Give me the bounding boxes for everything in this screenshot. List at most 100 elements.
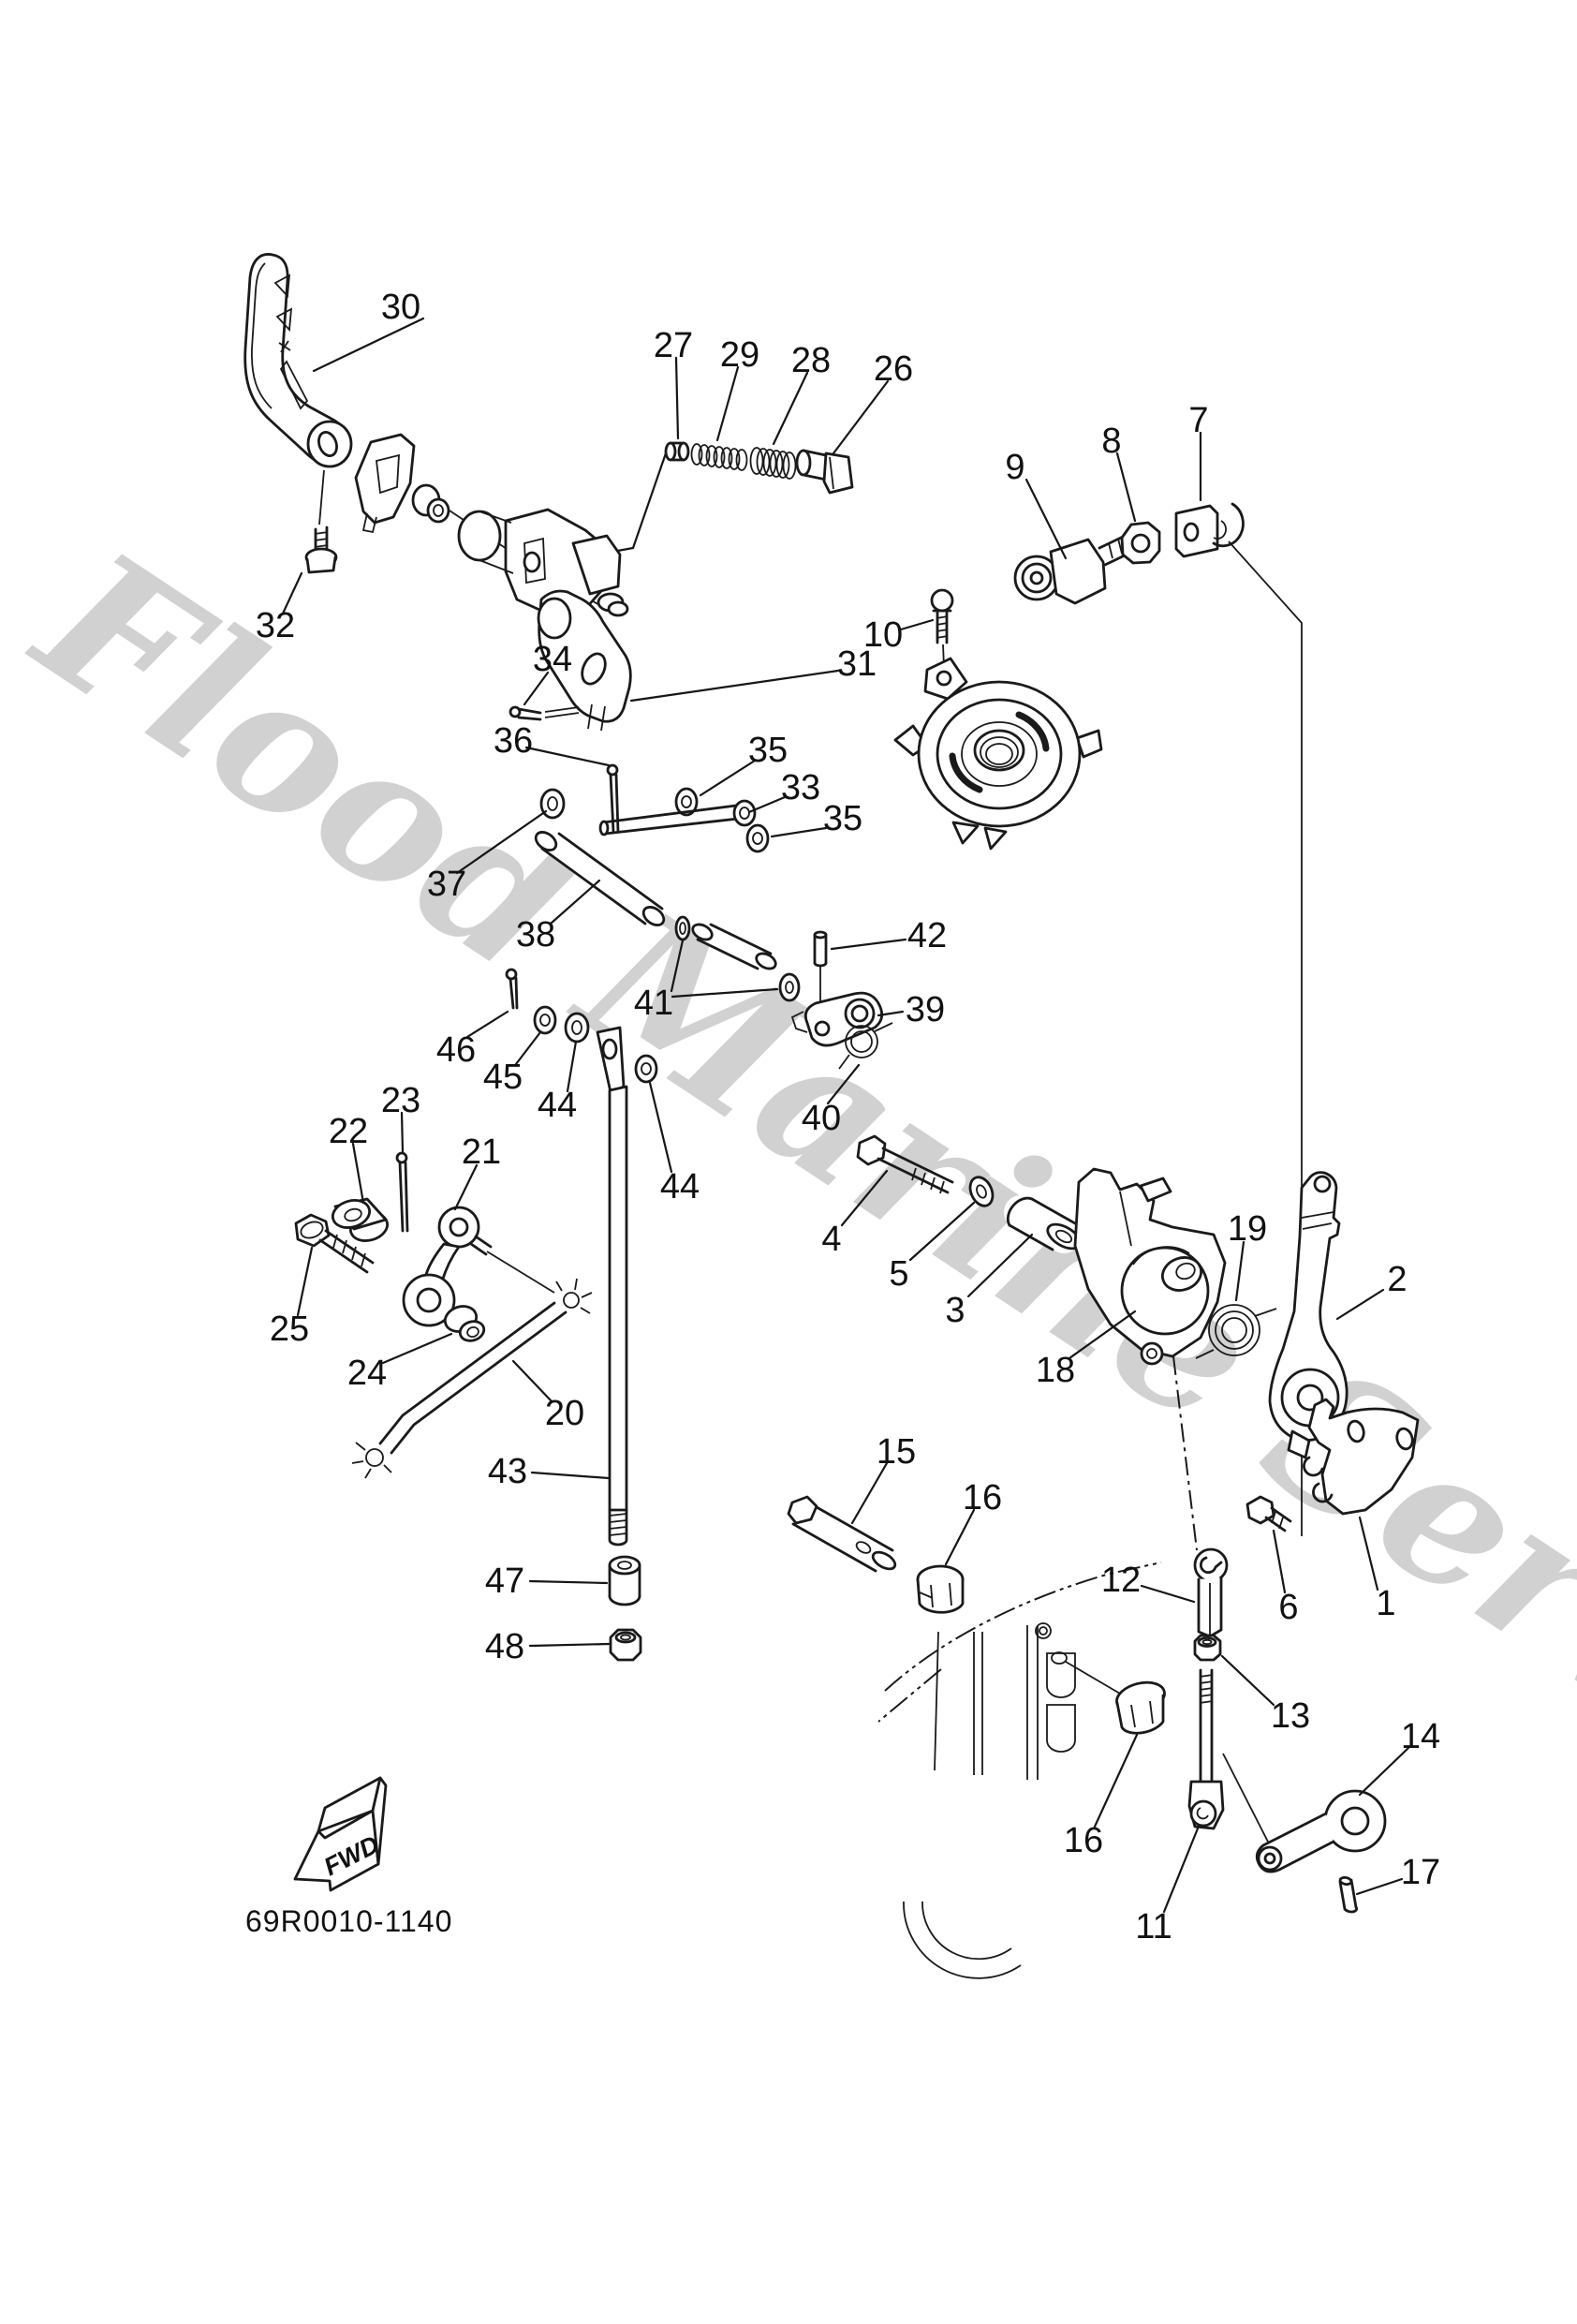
leader-line-18 — [1068, 1310, 1137, 1360]
part-38-shaft-drawing — [534, 830, 666, 927]
part-35b-washer-hole — [752, 832, 763, 845]
engine-outline-drawing — [877, 1562, 1162, 1979]
part-number-label-44-46: 44 — [660, 1167, 700, 1206]
part-number-label-3-2: 3 — [945, 1291, 965, 1330]
leader-line-34 — [523, 671, 550, 706]
part-number-label-1-0: 1 — [1376, 1584, 1395, 1623]
pivot-mount-assembly-drawing — [354, 433, 629, 617]
part-44a-washer-drawing — [564, 1012, 590, 1044]
part-number-label-20-20: 20 — [545, 1394, 584, 1433]
leader-line-13 — [1220, 1654, 1275, 1707]
leader-line-23 — [400, 1111, 405, 1154]
leader-line-24 — [381, 1332, 453, 1365]
fwd-arrow-icon: FWD — [293, 1776, 388, 1892]
part-8-nut-drawing — [1120, 521, 1161, 565]
part-41-set-drawing — [674, 915, 801, 1002]
leader-line-25 — [296, 1246, 314, 1317]
part-44a-washer-hole — [571, 1020, 582, 1035]
part-number-label-28-28: 28 — [791, 341, 831, 380]
leader-line-5 — [908, 1201, 976, 1262]
part-number-label-15-14: 15 — [877, 1432, 916, 1472]
spring-28 — [749, 447, 797, 480]
part-48-nut-drawing — [609, 1628, 642, 1662]
leader-line-36 — [524, 746, 611, 767]
part-number-label-41-42: 41 — [634, 984, 673, 1023]
part-number-label-11-10: 11 — [1135, 1907, 1172, 1947]
part-47-collar-drawing — [608, 1555, 641, 1606]
part-35a-washer-hole — [681, 795, 692, 808]
part-number-label-9-8: 9 — [1005, 448, 1024, 487]
leader-line-26 — [832, 379, 890, 455]
leader-line-44 — [648, 1081, 673, 1174]
leader-line-41 — [670, 939, 685, 993]
part-45-washer-drawing — [533, 1005, 557, 1035]
leader-line-14 — [1358, 1746, 1410, 1797]
part-35b-washer-drawing — [745, 823, 770, 853]
leader-line-10 — [899, 618, 935, 631]
part-number-label-8-7: 8 — [1101, 422, 1121, 461]
part-39-joint-drawing — [790, 991, 884, 1047]
part-number-label-13-12: 13 — [1271, 1696, 1310, 1736]
leader-line-19 — [1234, 1240, 1245, 1302]
leader-line-47 — [528, 1579, 609, 1585]
leader-line-2 — [1335, 1288, 1385, 1321]
part-number-label-24-24: 24 — [347, 1354, 387, 1393]
part-7-clamp-drawing — [1174, 502, 1245, 558]
part-23-pin-drawing — [395, 1151, 409, 1233]
part-number-label-7-6: 7 — [1188, 401, 1208, 440]
leader-line-32 — [281, 571, 303, 615]
part-number-label-25-25: 25 — [270, 1310, 309, 1349]
leader-line-16 — [1093, 1733, 1139, 1828]
spring-row-drawing — [664, 441, 854, 495]
throttle-disc-drawing — [893, 657, 1103, 851]
part-number-label-27-27: 27 — [654, 326, 693, 365]
part-number-label-12-11: 12 — [1101, 1561, 1141, 1600]
leader-line-38 — [549, 879, 601, 925]
part-19-spring-drawing — [1195, 1304, 1277, 1359]
leader-line-30 — [312, 317, 425, 373]
part-number-label-32-32: 32 — [256, 606, 295, 645]
part-2-lever-drawing — [1268, 1171, 1349, 1459]
part-16a-grommet-drawing — [916, 1564, 965, 1614]
leader-line-44 — [566, 1040, 578, 1093]
part-number-label-10-9: 10 — [863, 615, 903, 655]
callout-layer: 1234567891011121314151616171819202122232… — [256, 288, 1440, 1947]
leader-line-11 — [1162, 1827, 1200, 1914]
part-number-label-23-23: 23 — [381, 1081, 420, 1120]
part-number-label-21-21: 21 — [462, 1132, 501, 1172]
spring-29 — [690, 443, 748, 471]
part-number-label-18-18: 18 — [1036, 1351, 1075, 1390]
part-number-label-5-4: 5 — [889, 1254, 908, 1294]
leader-line-1 — [1358, 1516, 1379, 1591]
part-10-ballstud-drawing — [930, 588, 954, 644]
leader-line-31 — [629, 669, 840, 703]
part-20-rod-drawing — [351, 1278, 593, 1479]
leader-line-6 — [1272, 1529, 1287, 1594]
part-number-label-42-43: 42 — [907, 916, 947, 955]
leader-line-8 — [1115, 451, 1137, 523]
part-number-label-26-26: 26 — [874, 349, 913, 389]
part-number-label-22-22: 22 — [329, 1112, 368, 1151]
part-33-link-drawing — [598, 799, 757, 836]
part-number-label-16-16: 16 — [1064, 1821, 1103, 1860]
part-number-label-30-30: 30 — [381, 288, 420, 327]
part-number-label-38-39: 38 — [516, 915, 555, 955]
leader-line-42 — [830, 938, 907, 951]
leader-line-37 — [455, 809, 548, 875]
diagram-part-code: 69R0010-1140 — [245, 1904, 452, 1938]
leader-line-46 — [465, 1010, 509, 1039]
part-13-nut-drawing — [1193, 1634, 1222, 1662]
part-30-lever-drawing — [243, 253, 353, 468]
leader-line-28 — [772, 371, 809, 446]
part-12-clevis-drawing — [1193, 1547, 1229, 1638]
part-number-label-36-37: 36 — [494, 721, 533, 761]
part-24-bushing-drawing — [443, 1305, 486, 1342]
part-number-label-46-48: 46 — [436, 1030, 476, 1070]
leader-line-41 — [671, 987, 779, 999]
part-4-bolt-drawing — [856, 1134, 954, 1194]
part-40-spring-drawing — [838, 1022, 893, 1070]
part-18-cam-drawing — [1073, 1167, 1227, 1366]
part-5-washer-drawing — [968, 1176, 995, 1207]
part-number-label-48-50: 48 — [485, 1627, 524, 1666]
